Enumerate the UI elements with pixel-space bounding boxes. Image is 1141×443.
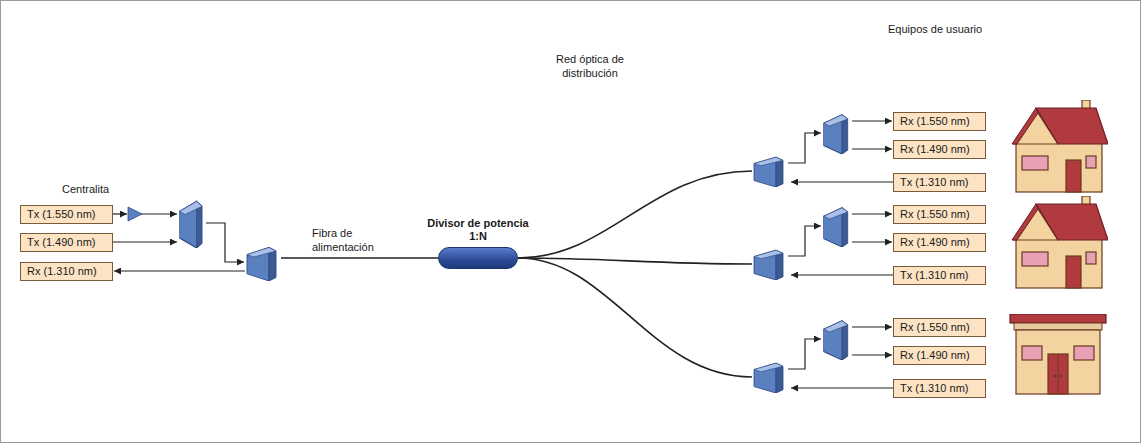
fiber-line <box>788 339 821 369</box>
wavelength-box: Tx (1.310 nm) <box>893 173 986 192</box>
fiber-line <box>114 270 245 271</box>
section-label: Fibra de alimentación <box>312 226 402 254</box>
wdm-coupler <box>824 321 848 360</box>
node-text: Tx (1.550 nm) <box>27 208 106 221</box>
splitter-pill <box>438 247 518 269</box>
fiber-line <box>852 241 892 242</box>
fiber-line <box>788 226 821 256</box>
power-splitter: Divisor de potencia 1:N <box>418 205 538 275</box>
shop-icon <box>1010 314 1106 394</box>
fiber-line <box>791 274 893 275</box>
node-text: Tx (1.310 nm) <box>900 176 979 189</box>
wdm-coupler <box>754 363 783 393</box>
wdm-coupler <box>754 250 783 280</box>
fiber-line <box>113 241 177 242</box>
node-text: Tx (1.310 nm) <box>900 382 979 395</box>
wavelength-box: Rx (1.490 nm) <box>893 233 986 252</box>
fiber-line <box>141 213 177 214</box>
house-icon <box>1012 100 1108 192</box>
node-text: Rx (1.310 nm) <box>27 265 106 278</box>
node-text: Divisor de potencia 1:N <box>418 205 538 243</box>
node-text: Rx (1.490 nm) <box>900 236 979 249</box>
wavelength-box: Tx (1.550 nm) <box>20 205 113 224</box>
wavelength-box: Rx (1.550 nm) <box>893 318 986 337</box>
wavelength-box: Tx (1.310 nm) <box>893 266 986 285</box>
fiber-line <box>791 387 893 388</box>
fiber-lines <box>113 121 893 388</box>
wavelength-box: Rx (1.310 nm) <box>20 262 113 281</box>
wdm-coupler <box>180 201 203 248</box>
fiber-line <box>788 133 821 163</box>
wavelength-box: Rx (1.490 nm) <box>893 140 986 159</box>
drop-fiber <box>518 171 752 258</box>
wavelength-box: Rx (1.490 nm) <box>893 346 986 365</box>
wavelength-box: Rx (1.550 nm) <box>893 205 986 224</box>
distribution-network-cloud: Red óptica de distribuciónDivisor de pot… <box>280 2 760 442</box>
fiber-line <box>113 213 127 214</box>
fiber-line <box>852 120 892 121</box>
fiber-line <box>791 181 893 182</box>
fiber-line <box>206 223 244 262</box>
node-text: Tx (1.490 nm) <box>27 236 106 249</box>
node-text: Rx (1.550 nm) <box>900 321 979 334</box>
fiber-line <box>852 326 892 327</box>
fiber-line <box>852 354 892 355</box>
house-icon <box>1012 196 1108 288</box>
wdm-coupler <box>754 157 783 187</box>
node-text: Rx (1.550 nm) <box>900 208 979 221</box>
fiber-line <box>852 213 892 214</box>
wdm-coupler <box>824 115 848 154</box>
wavelength-box: Tx (1.310 nm) <box>893 379 986 398</box>
drop-fiber <box>518 258 752 264</box>
node-text: Rx (1.490 nm) <box>900 349 979 362</box>
node-text: Tx (1.310 nm) <box>900 269 979 282</box>
wdm-coupler <box>247 247 276 281</box>
cloud-shape <box>282 13 736 428</box>
node-text: Red óptica de distribución <box>530 52 650 80</box>
wavelength-box: Tx (1.490 nm) <box>20 233 113 252</box>
node-text: Rx (1.550 nm) <box>900 115 979 128</box>
fiber-line <box>852 148 892 149</box>
wavelength-box: Rx (1.550 nm) <box>893 112 986 131</box>
node-text: Rx (1.490 nm) <box>900 143 979 156</box>
section-label: Equipos de usuario <box>888 22 982 36</box>
amplifier-symbol <box>128 207 142 221</box>
wdm-coupler <box>824 208 848 247</box>
drop-fiber <box>518 258 752 377</box>
feeder-fiber <box>281 257 438 259</box>
section-label: Centralita <box>62 182 109 196</box>
